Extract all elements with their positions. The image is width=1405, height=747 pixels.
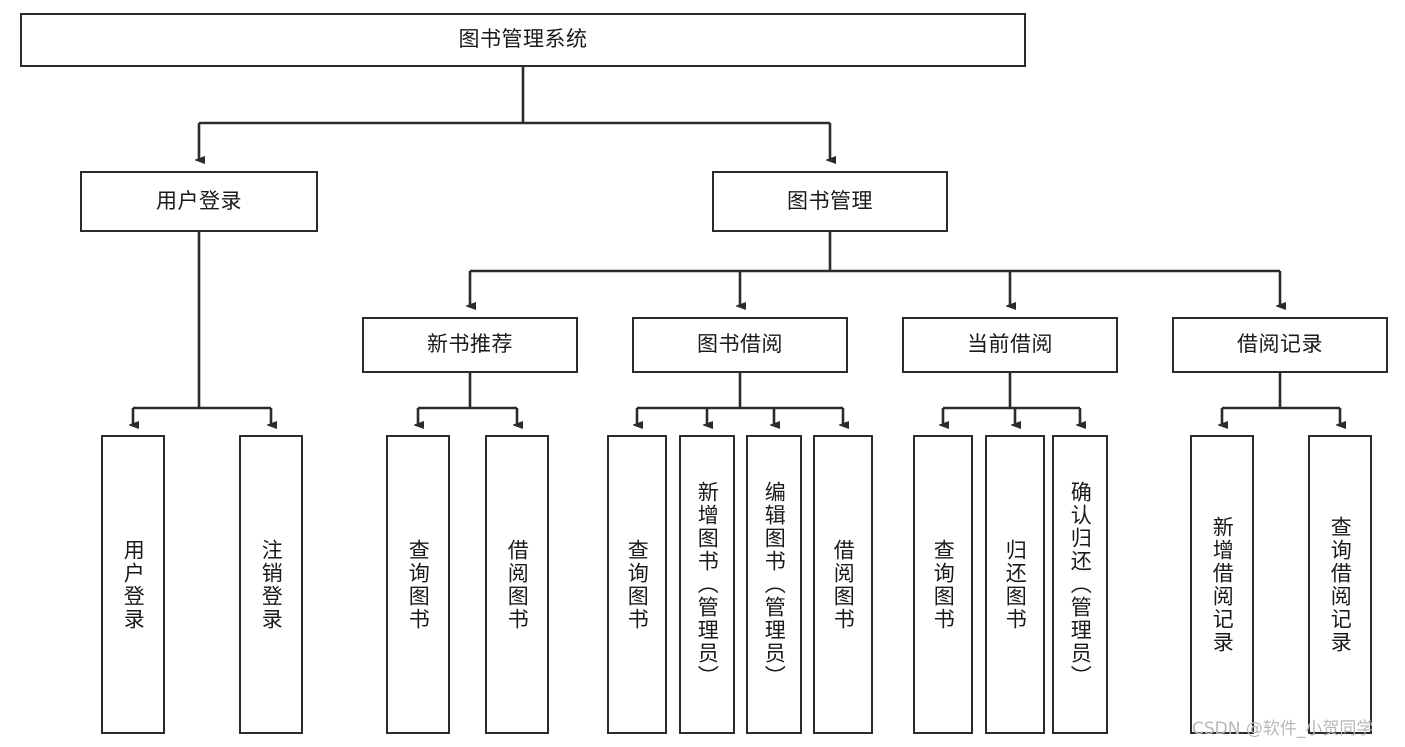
node-leaf-user-logout[interactable]: 注销登录 (239, 435, 303, 734)
node-leaf-return-book[interactable]: 归还图书 (985, 435, 1045, 734)
node-leaf-confirm-return-admin[interactable]: 确认归还（管理员） (1052, 435, 1108, 734)
node-borrow-record[interactable]: 借阅记录 (1172, 317, 1388, 373)
node-new-book-recommend[interactable]: 新书推荐 (362, 317, 578, 373)
node-book-borrow[interactable]: 图书借阅 (632, 317, 848, 373)
csdn-watermark: CSDN @软件_小贺同学 (1192, 719, 1374, 739)
node-leaf-add-borrow-record[interactable]: 新增借阅记录 (1190, 435, 1254, 734)
node-leaf-query-book-1[interactable]: 查询图书 (386, 435, 450, 734)
node-leaf-borrow-book-2[interactable]: 借阅图书 (813, 435, 873, 734)
node-leaf-query-borrow-record[interactable]: 查询借阅记录 (1308, 435, 1372, 734)
node-leaf-borrow-book-1[interactable]: 借阅图书 (485, 435, 549, 734)
node-root[interactable]: 图书管理系统 (20, 13, 1026, 67)
node-book-management[interactable]: 图书管理 (712, 171, 948, 232)
node-leaf-query-book-3[interactable]: 查询图书 (913, 435, 973, 734)
node-current-borrow[interactable]: 当前借阅 (902, 317, 1118, 373)
node-leaf-query-book-2[interactable]: 查询图书 (607, 435, 667, 734)
node-leaf-edit-book-admin[interactable]: 编辑图书（管理员） (746, 435, 802, 734)
node-leaf-add-book-admin[interactable]: 新增图书（管理员） (679, 435, 735, 734)
node-user-login[interactable]: 用户登录 (80, 171, 318, 232)
node-leaf-user-login[interactable]: 用户登录 (101, 435, 165, 734)
